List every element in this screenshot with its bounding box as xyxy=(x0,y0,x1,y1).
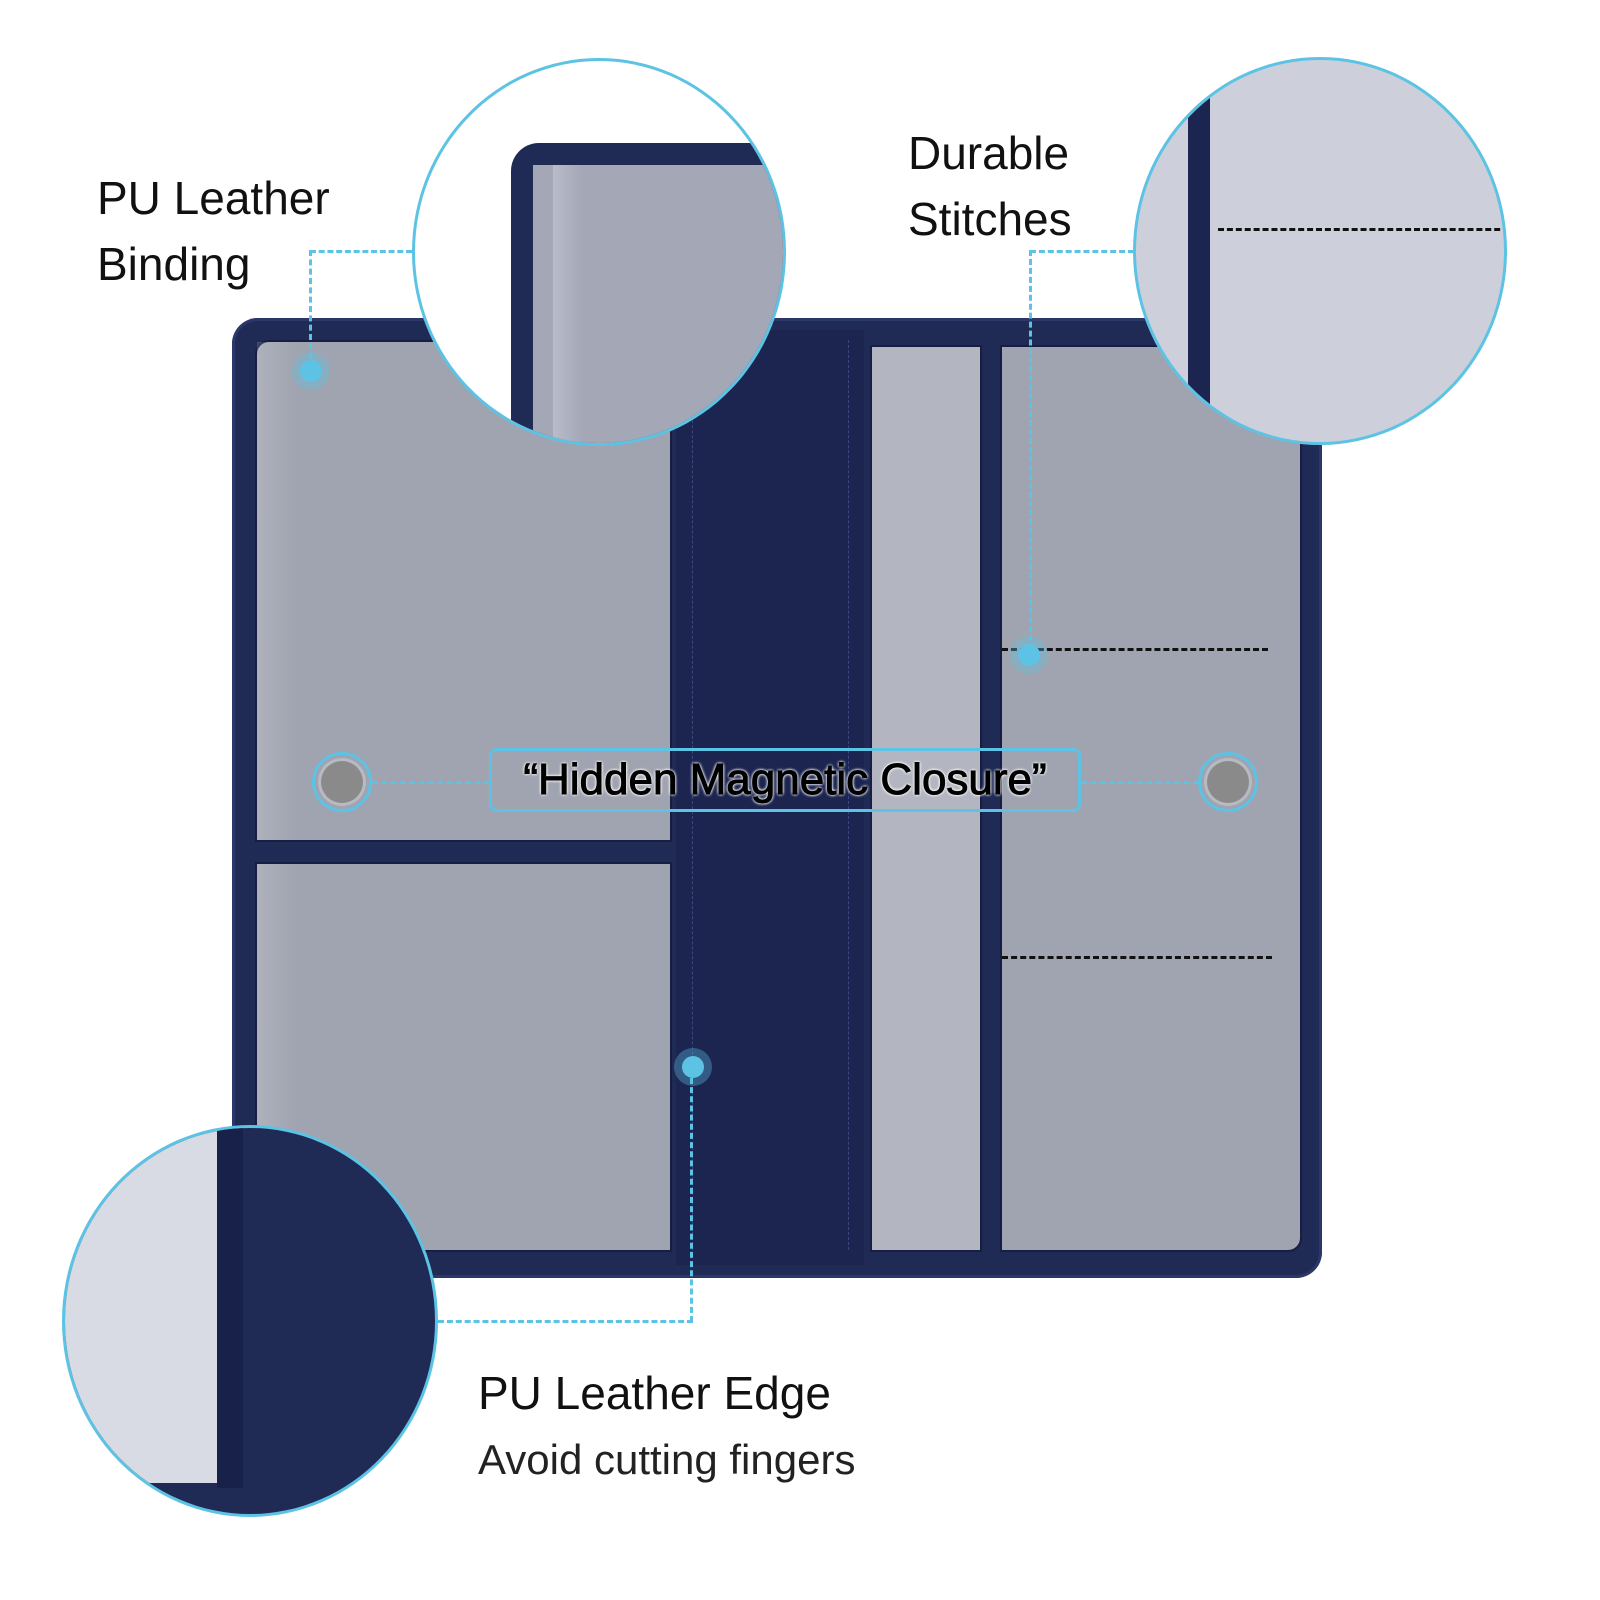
zoom-circle-edge xyxy=(62,1125,438,1517)
wallet-spine xyxy=(676,330,864,1265)
stitches-callout-v xyxy=(1029,250,1032,650)
magnet-icon xyxy=(312,752,372,812)
closure-callout-left xyxy=(372,781,490,784)
stitch-seam-2 xyxy=(1002,956,1272,959)
spine-stitch-right xyxy=(848,340,849,1250)
closure-label-box: “Hidden Magnetic Closure” xyxy=(489,748,1081,812)
zoom-circle-stitches xyxy=(1133,57,1507,445)
stitches-label-line2: Stitches xyxy=(908,193,1072,245)
edge-label: PU Leather Edge xyxy=(478,1367,831,1419)
narrow-pocket xyxy=(870,345,982,1252)
left-bottom-pocket xyxy=(255,862,672,1252)
edge-callout-h xyxy=(438,1320,693,1323)
magnet-icon xyxy=(1198,752,1258,812)
stitches-label-line1: Durable xyxy=(908,127,1070,179)
closure-label: “Hidden Magnetic Closure” xyxy=(523,755,1047,805)
stitches-callout-h xyxy=(1030,250,1134,253)
callout-dot-icon xyxy=(682,1056,704,1078)
zoom-circle-binding xyxy=(412,58,786,446)
binding-label-line2: Binding xyxy=(97,238,251,290)
binding-callout-v xyxy=(309,250,312,368)
stitch-seam-1 xyxy=(1002,648,1268,651)
edge-callout-v xyxy=(690,1078,693,1322)
binding-callout-h xyxy=(310,250,412,253)
callout-dot-icon xyxy=(300,360,322,382)
closure-callout-right xyxy=(1081,781,1199,784)
callout-dot-icon xyxy=(1018,644,1040,666)
edge-sublabel: Avoid cutting fingers xyxy=(478,1436,856,1483)
binding-label-line1: PU Leather xyxy=(97,172,330,224)
stitches-label: Durable Stitches xyxy=(908,120,1072,252)
binding-label: PU Leather Binding xyxy=(97,165,330,297)
spine-stitch-left xyxy=(692,340,693,1250)
